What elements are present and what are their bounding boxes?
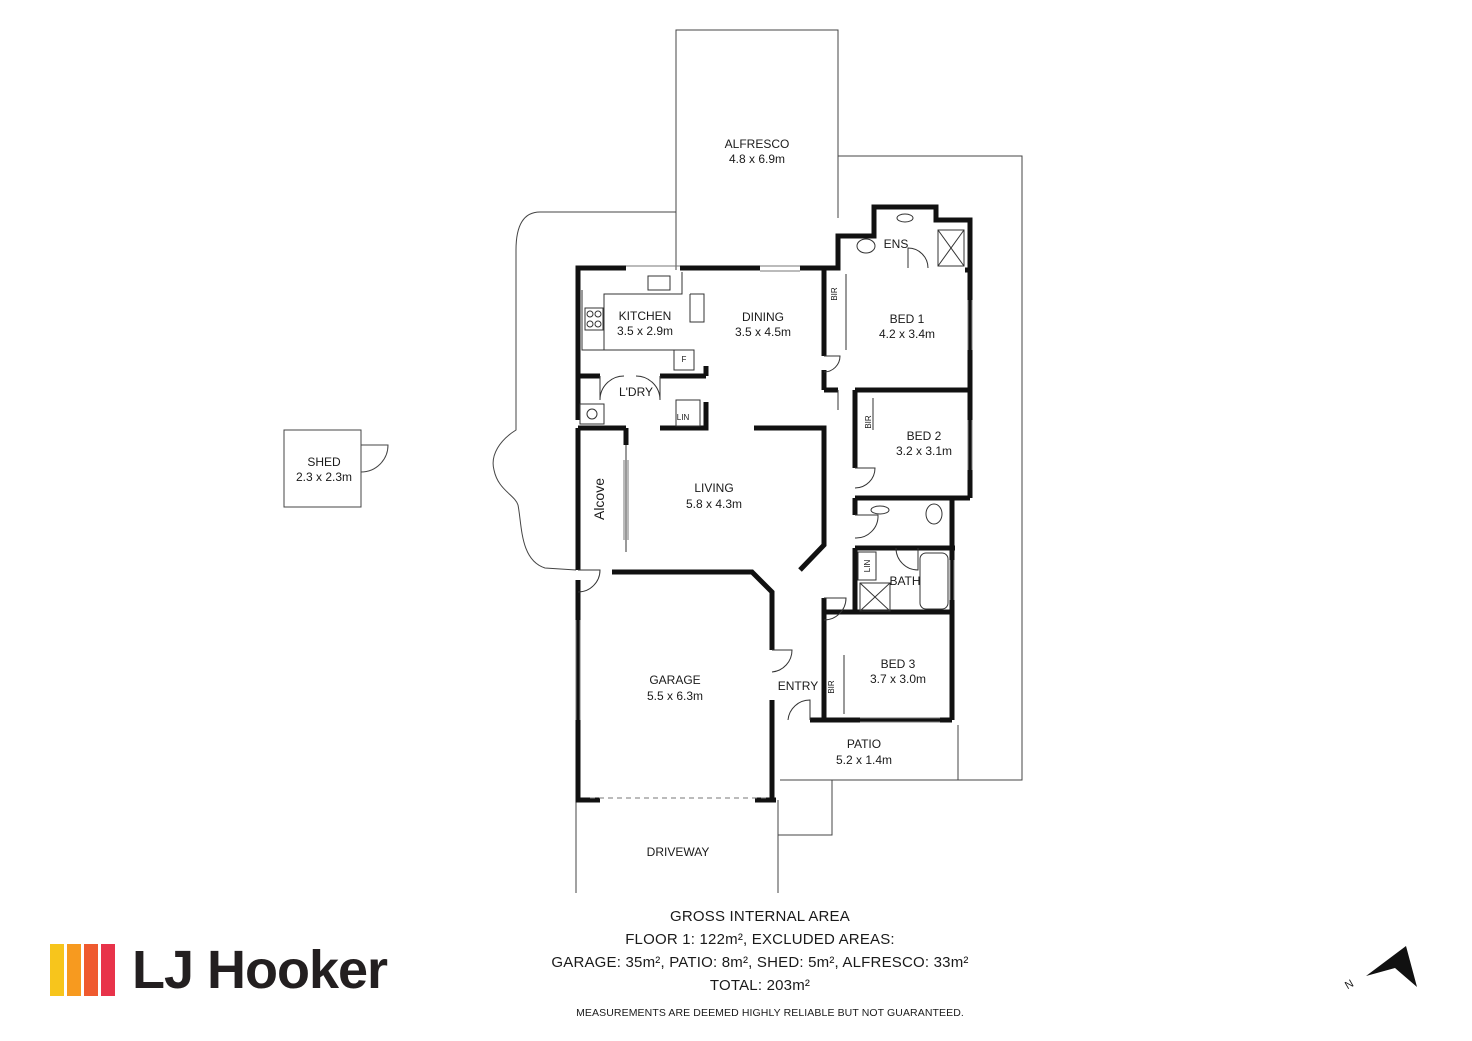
compass-north-label: N bbox=[1343, 978, 1356, 992]
ens-name: ENS bbox=[884, 237, 909, 251]
bath-lin-label: LIN bbox=[863, 560, 872, 573]
bed3-size: 3.7 x 3.0m bbox=[870, 672, 926, 686]
laundry-name: L'DRY bbox=[619, 385, 653, 399]
entry-name: ENTRY bbox=[778, 679, 818, 693]
lj-hooker-logo: LJ Hooker bbox=[50, 940, 388, 1000]
bed2-bir-label: BIR bbox=[864, 415, 873, 429]
windows bbox=[575, 265, 973, 799]
bed3-bir-label: BIR bbox=[827, 680, 836, 694]
dining-size: 3.5 x 4.5m bbox=[735, 325, 791, 339]
walls bbox=[575, 204, 973, 803]
kitchen-bench bbox=[581, 272, 705, 371]
bed2-name: BED 2 bbox=[907, 429, 942, 443]
area-summary-title: GROSS INTERNAL AREA bbox=[670, 908, 850, 925]
laundry-lin-label: LIN bbox=[677, 413, 690, 422]
shed-name: SHED bbox=[307, 455, 341, 469]
shed-size: 2.3 x 2.3m bbox=[296, 470, 352, 484]
alcove-name: Alcove bbox=[591, 478, 607, 520]
bed1-name: BED 1 bbox=[890, 312, 925, 326]
logo-bar bbox=[50, 944, 64, 996]
patio-size: 5.2 x 1.4m bbox=[836, 753, 892, 767]
logo-bar bbox=[84, 944, 98, 996]
disclaimer: MEASUREMENTS ARE DEEMED HIGHLY RELIABLE … bbox=[576, 1007, 964, 1019]
bed1-size: 4.2 x 3.4m bbox=[879, 327, 935, 341]
living-size: 5.8 x 4.3m bbox=[686, 497, 742, 511]
living-name: LIVING bbox=[694, 481, 733, 495]
bed3-name: BED 3 bbox=[881, 657, 916, 671]
bed2-size: 3.2 x 3.1m bbox=[896, 444, 952, 458]
logo-bar bbox=[67, 944, 81, 996]
logo-bar bbox=[101, 944, 115, 996]
outdoor-outlines bbox=[492, 29, 1023, 893]
logo-bars bbox=[50, 944, 118, 996]
brand-name: LJ Hooker bbox=[132, 940, 388, 1000]
north-arrow-icon: N bbox=[1343, 946, 1417, 992]
area-summary-total: TOTAL: 203m² bbox=[709, 977, 811, 994]
area-summary-excluded: GARAGE: 35m², PATIO: 8m², SHED: 5m², ALF… bbox=[551, 954, 969, 971]
patio-name: PATIO bbox=[847, 737, 881, 751]
fridge-label: F bbox=[682, 355, 687, 364]
garage-size: 5.5 x 6.3m bbox=[647, 689, 703, 703]
garage-name: GARAGE bbox=[649, 673, 700, 687]
closets bbox=[843, 274, 877, 714]
fixtures bbox=[579, 213, 965, 612]
driveway-name: DRIVEWAY bbox=[647, 845, 710, 859]
bed1-bir-label: BIR bbox=[830, 287, 839, 301]
shed bbox=[283, 429, 389, 508]
area-summary-floor: FLOOR 1: 122m², EXCLUDED AREAS: bbox=[625, 931, 895, 948]
alfresco-size: 4.8 x 6.9m bbox=[729, 152, 785, 166]
kitchen-name: KITCHEN bbox=[619, 309, 672, 323]
kitchen-size: 3.5 x 2.9m bbox=[617, 324, 673, 338]
alfresco-name: ALFRESCO bbox=[725, 137, 790, 151]
doors bbox=[577, 247, 929, 721]
bath-name: BATH bbox=[889, 574, 920, 588]
dining-name: DINING bbox=[742, 310, 784, 324]
